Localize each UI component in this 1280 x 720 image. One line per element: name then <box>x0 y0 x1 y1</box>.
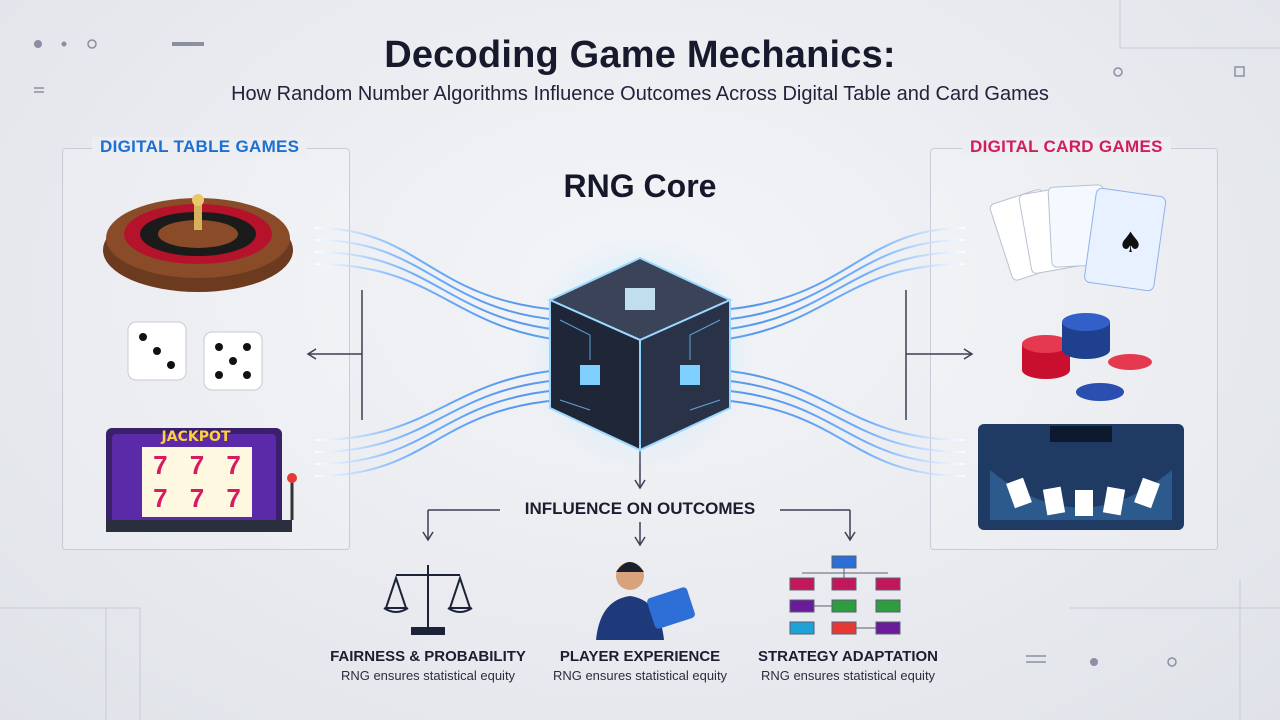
outcome-title-fairness: FAIRNESS & PROBABILITY <box>330 648 526 665</box>
slot-symbol: 7 <box>153 450 168 480</box>
outcome-desc-experience: RNG ensures statistical equity <box>552 668 728 683</box>
playing-cards-icon: ♠ <box>989 184 1167 292</box>
svg-text:♠: ♠ <box>1118 226 1143 259</box>
roulette-wheel-icon <box>103 194 293 292</box>
outcome-title-strategy: STRATEGY ADAPTATION <box>758 648 938 665</box>
slot-reels: 7 7 7 7 7 7 <box>142 450 252 514</box>
outcome-desc-fairness: RNG ensures statistical equity <box>340 668 516 683</box>
slot-symbol: 7 <box>226 483 241 513</box>
card-games-title: DIGITAL CARD GAMES <box>962 137 1171 157</box>
influence-label: INFLUENCE ON OUTCOMES <box>524 499 756 518</box>
slot-symbol: 7 <box>189 483 205 513</box>
player-tablet-icon <box>596 562 695 640</box>
rng-core-title: RNG Core <box>563 168 717 204</box>
outcome-desc-strategy: RNG ensures statistical equity <box>760 668 936 683</box>
flowchart-icon <box>789 555 901 635</box>
table-games-title: DIGITAL TABLE GAMES <box>92 137 308 157</box>
page-title: Decoding Game Mechanics: <box>384 34 896 76</box>
jackpot-label: JACKPOT <box>161 429 231 445</box>
casino-chips-icon <box>1022 313 1152 401</box>
slot-symbol: 7 <box>226 450 241 480</box>
dice-icon <box>127 321 263 391</box>
slot-machine-icon <box>106 428 297 532</box>
outcome-title-experience: PLAYER EXPERIENCE <box>559 648 721 665</box>
scales-icon <box>383 565 473 635</box>
blackjack-table-icon <box>978 424 1184 530</box>
slot-symbol: 7 <box>189 450 205 480</box>
page-subtitle: How Random Number Algorithms Influence O… <box>231 83 1049 105</box>
slot-symbol: 7 <box>153 483 168 513</box>
